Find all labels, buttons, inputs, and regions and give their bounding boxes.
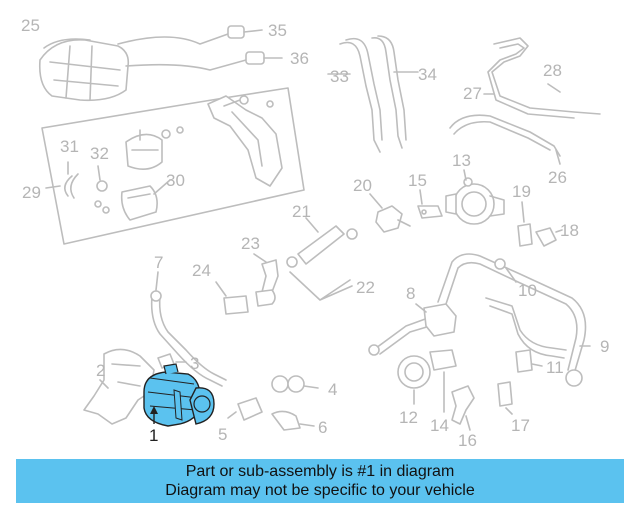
callout-2: 2 [96,361,105,380]
assembly-box-29-32 [41,87,305,245]
leader-21 [305,217,319,233]
part-1-secondary-air-pump [143,363,215,427]
callout-26: 26 [548,168,567,187]
callout-7: 7 [154,253,163,272]
banner-line-part-number: Part or sub-assembly is #1 in diagram [185,463,455,480]
callout-10: 10 [518,281,537,300]
callout-36: 36 [290,49,309,68]
part-10-clamp [494,258,517,283]
callout-3: 3 [190,354,199,373]
part-36-oxygen-sensor [125,51,283,71]
callout-22: 22 [356,278,375,297]
callout-31: 31 [60,137,79,156]
part-6-clip [271,410,315,431]
part-12-valve [397,355,431,405]
part-26-hose [449,114,561,157]
leader-13 [463,169,467,181]
callout-14: 14 [430,416,449,435]
callout-24: 24 [192,261,211,280]
leader-2 [99,379,109,389]
callout-28: 28 [543,61,562,80]
callout-30: 30 [166,171,185,190]
part-7-pipe [150,271,227,387]
part-18-fitting [535,227,563,247]
leader-26-27-28 [483,83,561,165]
part-5-connector [227,397,263,421]
diagram-notice-banner: Part or sub-assembly is #1 in diagram Di… [16,459,624,503]
callout-8: 8 [406,284,415,303]
callout-17: 17 [511,416,530,435]
callout-27: 27 [463,84,482,103]
callout-18: 18 [560,221,579,240]
callout-5: 5 [218,425,227,444]
callout-21: 21 [292,202,311,221]
callout-19: 19 [512,182,531,201]
part-17-gasket [497,381,513,415]
callout-32: 32 [90,144,109,163]
banner-line-disclaimer: Diagram may not be specific to your vehi… [165,482,475,499]
part-20-valve [375,205,411,233]
part-21-hose [286,225,358,268]
part-2-bracket [83,348,155,425]
callout-25: 25 [21,16,40,35]
callout-9: 9 [600,337,609,356]
leader-1-arrow [150,406,158,414]
part-4-fitting [271,375,319,393]
callout-35: 35 [268,21,287,40]
callout-11: 11 [546,358,564,377]
callout-1: 1 [149,426,158,445]
leader-29-32 [45,161,171,195]
part-25-airflow-housing [38,38,130,102]
callout-33: 33 [330,67,349,86]
part-14-gasket [429,349,457,413]
callout-4: 4 [328,380,337,399]
part-27-hose [487,37,601,119]
callout-34: 34 [418,65,437,84]
part-9-pipe [437,253,591,387]
part-19-gasket [517,201,533,247]
leader-22 [289,271,353,301]
callout-15: 15 [408,171,427,190]
callout-16: 16 [458,431,477,450]
leader-20 [369,193,383,209]
part-33-pipe [339,37,383,153]
callout-6: 6 [318,418,327,437]
part-34-pipe [371,35,407,149]
part-15-gasket [417,205,443,219]
part-13-pump [445,177,505,225]
part-23-elbow [253,253,279,293]
callout-20: 20 [353,176,372,195]
part-16-elbow [451,385,475,431]
callout-labels: 1 2 3 4 5 6 7 8 9 10 11 12 13 14 15 16 1… [21,16,609,450]
callout-13: 13 [452,151,471,170]
leader-15 [419,189,423,205]
part-8-pipe-assembly [368,303,457,356]
callout-12: 12 [399,408,418,427]
part-24-gasket [215,281,276,315]
part-35-oxygen-sensor [117,25,263,45]
part-11-gasket [515,349,543,373]
leader-33-34 [327,71,419,75]
callout-23: 23 [241,234,260,253]
callout-29: 29 [22,183,41,202]
